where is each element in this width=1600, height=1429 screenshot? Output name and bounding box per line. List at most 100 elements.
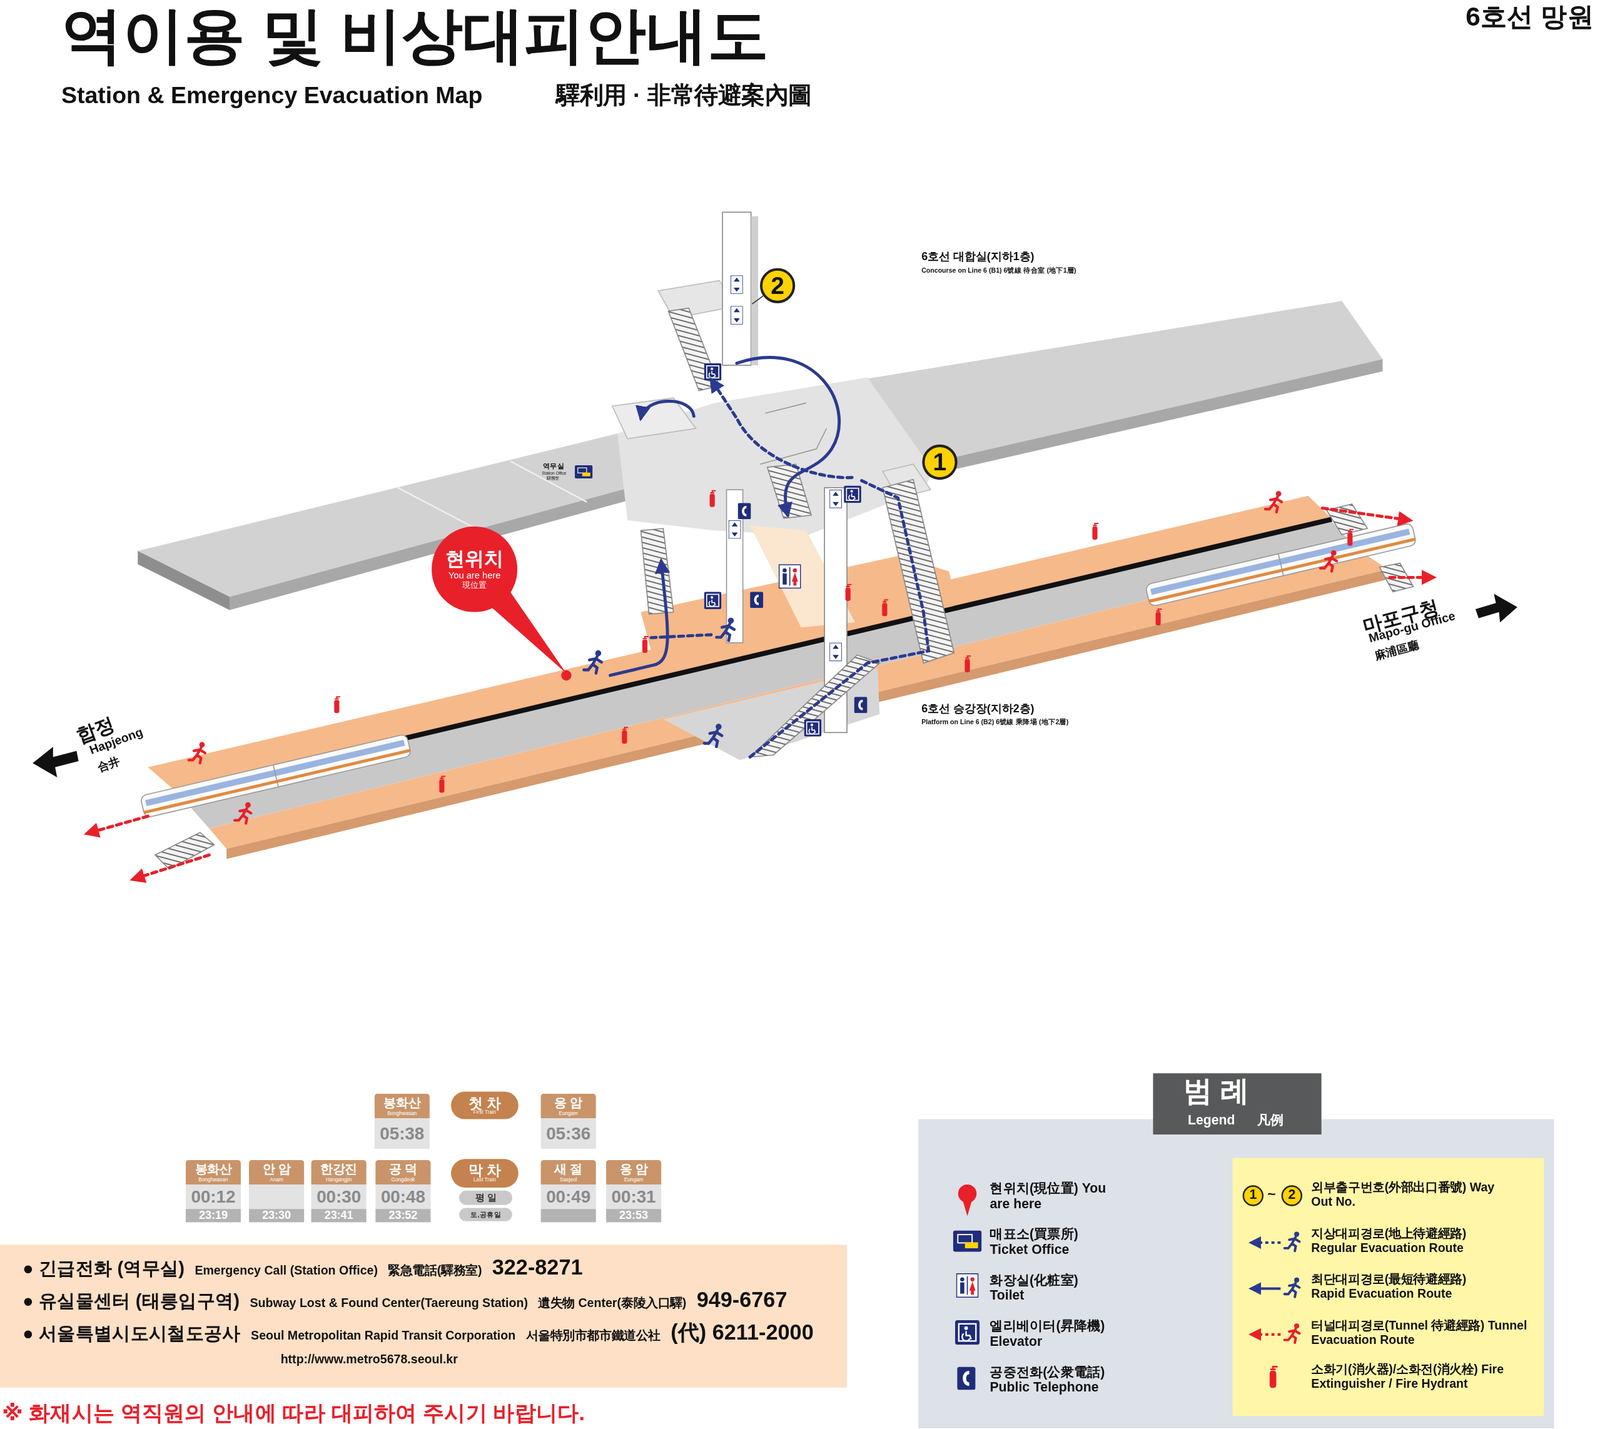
info-text: 緊急電話(驛務室)	[387, 1264, 482, 1279]
extinguisher-icon	[1092, 523, 1099, 540]
tag-sub-box: 23:30	[248, 1209, 304, 1223]
station-name: 봉화산	[195, 1162, 233, 1176]
legend-extinguisher	[1269, 1366, 1278, 1388]
label: 6호선 대합실(지하1층)	[921, 250, 1034, 264]
timetable-pill: 토,공휴일	[459, 1208, 513, 1222]
you-are-here-callout: 현위치You are here現位置	[431, 526, 518, 613]
lift-icon	[829, 643, 842, 662]
legend-telephone-icon	[956, 1367, 976, 1391]
exit-number-text: 1	[933, 449, 947, 475]
telephone-icon	[749, 591, 764, 608]
tag-sub-box	[541, 1209, 597, 1223]
legend-tunnel-route	[1250, 1333, 1281, 1337]
regular-route	[651, 634, 715, 638]
station-name: 응 암	[554, 1096, 583, 1110]
info-text: Seoul Metropolitan Rapid Transit Corpora…	[250, 1329, 516, 1345]
tag-time-box: 00:48	[375, 1184, 431, 1210]
info-text: ● 유실물센터 (태릉입구역)	[22, 1291, 240, 1313]
tag-header: 응 암Eungam	[606, 1160, 662, 1185]
train-time: 00:48	[380, 1188, 426, 1206]
train-time: 05:36	[546, 1125, 591, 1143]
concourse-left-wing	[137, 433, 704, 597]
pill-text: First Train	[473, 1110, 497, 1116]
node-circle	[431, 526, 518, 613]
node-circle	[761, 269, 794, 303]
train-time-sub: 23:19	[198, 1210, 228, 1222]
tag-header: 한강진Hangangjin	[311, 1160, 367, 1185]
tag-header: 봉화산Bonghwasan	[185, 1160, 241, 1185]
timetable-pill: 평 일	[459, 1190, 513, 1206]
side-landing	[612, 397, 697, 439]
legend-runner	[1284, 1231, 1300, 1251]
info-row: ● 유실물센터 (태릉입구역)Subway Lost & Found Cente…	[22, 1287, 788, 1313]
timetable-pill: 막 차Last Train	[450, 1159, 519, 1188]
info-text: 서울特別市都市鐵道公社	[526, 1329, 661, 1345]
telephone-icon	[738, 502, 752, 520]
tag-time-box: 05:38	[374, 1118, 430, 1150]
timetable-pill: 첫 차First Train	[450, 1092, 519, 1120]
info-text: (代) 6211-2000	[670, 1320, 814, 1345]
station-name: 한강진	[320, 1162, 358, 1176]
train-time: 00:30	[316, 1188, 361, 1206]
info-panel: ● 긴급전화 (역무실)Emergency Call (Station Offi…	[0, 1244, 847, 1388]
extinguisher-icon	[881, 599, 889, 617]
train-time-sub: 23:53	[619, 1210, 649, 1222]
train	[1145, 522, 1417, 607]
runner-icon	[1265, 491, 1282, 513]
label: 合井	[95, 754, 122, 775]
label: 역무실	[542, 462, 565, 471]
structures	[155, 212, 1413, 870]
evacuation-routes	[86, 357, 1434, 881]
label: ~	[1267, 1185, 1276, 1203]
station-name-en: Gongdeok	[391, 1175, 416, 1183]
train-time: 00:12	[190, 1188, 236, 1206]
legend-header	[1152, 1073, 1322, 1135]
train	[140, 734, 412, 819]
legend-regular-route	[1250, 1241, 1281, 1245]
exit-number: 1	[921, 444, 959, 482]
exit-number: 2	[759, 267, 797, 304]
tunnel-route	[132, 855, 209, 880]
extinguisher-icon	[845, 584, 852, 602]
lift-icon	[730, 275, 744, 294]
legend-panel	[918, 1119, 1554, 1429]
toilet-icon	[779, 564, 801, 589]
pin-dot	[561, 670, 572, 681]
lift-icon	[730, 305, 744, 325]
train-time-sub: 23:52	[388, 1210, 418, 1222]
runner-icon	[188, 742, 206, 764]
tag-header: 응 암Eungam	[541, 1093, 597, 1119]
tag-header: 봉화산Bonghwasan	[374, 1093, 430, 1119]
station-name-en: Bonghwasan	[387, 1109, 417, 1116]
legend-text: 엘리베이터(昇降機) Elevator	[989, 1319, 1114, 1350]
extinguisher-icon	[1347, 529, 1354, 547]
info-text: ● 서울특별시도시철도공사	[22, 1323, 241, 1345]
legend-ticket-icon	[953, 1230, 983, 1252]
trains	[140, 522, 1417, 819]
info-text: 949-6767	[696, 1287, 788, 1313]
label: ※ 화재시는 역직원의 안내에 따라 대피하여 주시기 바랍니다.	[1, 1401, 585, 1426]
direction-arrow	[32, 746, 79, 778]
tag-time-box: 05:36	[541, 1118, 597, 1150]
tunnel-route	[1389, 576, 1434, 580]
elevator-shaft	[722, 212, 752, 366]
stairs	[641, 528, 674, 615]
legend-pin	[962, 1199, 973, 1217]
track-bed	[178, 521, 1357, 829]
timetable-tag: 봉화산Bonghwasan05:38	[374, 1093, 430, 1150]
legend-text: 최단대피경로(最短待避經路) Rapid Evacuation Route	[1311, 1273, 1495, 1302]
timetable-tag: 응 암Eungam00:3123:53	[606, 1160, 662, 1223]
runners	[188, 491, 1337, 824]
fire-extinguishers	[334, 491, 1354, 794]
icons	[574, 363, 867, 737]
extinguisher-icon	[709, 491, 717, 508]
train-time: 00:49	[546, 1188, 591, 1206]
tag-sub-box: 23:53	[606, 1209, 662, 1223]
extinguisher-icon	[964, 656, 971, 673]
title: 역이용 및 비상대피안내도	[61, 1, 769, 70]
direction-arrow	[1475, 593, 1518, 623]
callout-text: 현위치	[445, 548, 504, 570]
station-name-en: Bonghwasan	[198, 1175, 228, 1183]
legend-runner	[1284, 1277, 1300, 1298]
slab-seam	[397, 487, 480, 532]
